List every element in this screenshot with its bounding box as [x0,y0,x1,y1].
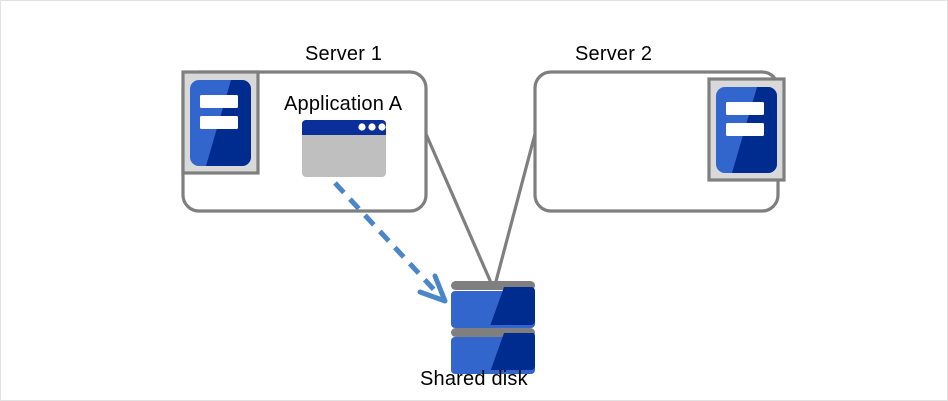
window-dot-3 [378,123,386,131]
server1-server-icon [181,70,260,175]
server2-server-icon [707,77,786,182]
connector-server1-to-disk [424,132,494,287]
application-window-icon[interactable] [302,120,386,177]
server2-label: Server 2 [575,43,653,65]
shared-disk-icon[interactable] [451,281,539,375]
server1-label: Server 1 [305,43,383,65]
window-dot-1 [358,123,366,131]
window-dot-2 [368,123,376,131]
application-a-label: Application A [284,93,403,115]
arrow-application-a-to-disk [333,181,448,304]
connector-server2-to-disk [493,132,537,287]
shared-disk-label: Shared disk [420,368,528,390]
